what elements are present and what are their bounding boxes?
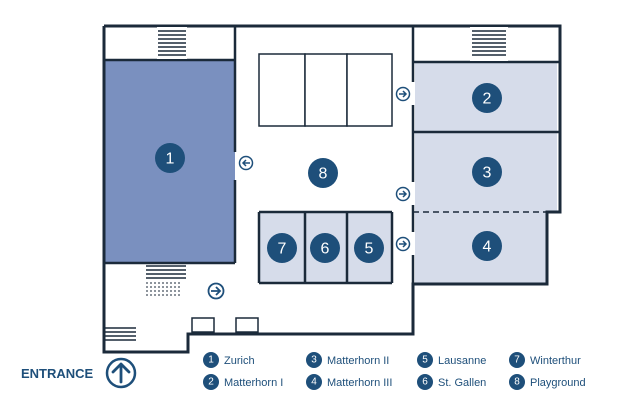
furniture-box [191,317,215,333]
tables [258,53,393,127]
legend: 1 Zurich 2 Matterhorn I 3 Matterhorn II … [203,352,586,390]
stairs-icon [104,327,136,341]
stairs-icon [157,27,187,59]
room-badge-4[interactable]: 4 [472,231,502,261]
svg-text:3: 3 [483,165,492,182]
room-badge-6[interactable]: 6 [310,233,340,263]
door-arrow-icon[interactable] [395,236,411,252]
svg-text:Matterhorn II: Matterhorn II [327,355,389,367]
door-arrow-icon[interactable] [395,86,411,102]
legend-item-8: 8 Playground [509,374,586,390]
legend-item-1: 1 Zurich [203,352,255,368]
svg-text:8: 8 [319,166,328,183]
door-arrow-icon[interactable] [207,282,225,300]
svg-text:Matterhorn III: Matterhorn III [327,377,392,389]
furniture-box [235,317,259,333]
stairs-icon [470,27,508,61]
svg-text:Zurich: Zurich [224,355,255,367]
svg-text:1: 1 [166,151,175,168]
door-arrow-icon[interactable] [238,155,254,171]
stairs-icon [146,265,186,296]
svg-text:4: 4 [311,377,317,388]
dashed-separators [104,59,560,213]
legend-item-3: 3 Matterhorn II [306,352,389,368]
svg-text:Lausanne: Lausanne [438,355,486,367]
svg-text:5: 5 [365,241,374,258]
legend-item-4: 4 Matterhorn III [306,374,392,390]
room-badge-1[interactable]: 1 [155,143,185,173]
svg-text:7: 7 [514,355,520,366]
svg-text:2: 2 [208,377,214,388]
svg-text:5: 5 [422,355,428,366]
svg-text:6: 6 [321,241,330,258]
svg-text:Matterhorn I: Matterhorn I [224,377,283,389]
svg-text:2: 2 [483,91,492,108]
svg-text:1: 1 [208,355,214,366]
svg-text:4: 4 [483,239,492,256]
legend-item-5: 5 Lausanne [417,352,486,368]
room-badge-3[interactable]: 3 [472,157,502,187]
entrance-label: ENTRANCE [21,366,94,381]
entrance-arrow-up-circle-icon[interactable] [105,357,137,389]
room-badge-5[interactable]: 5 [354,233,384,263]
svg-text:Playground: Playground [530,377,586,389]
legend-item-7: 7 Winterthur [509,352,581,368]
legend-item-6: 6 St. Gallen [417,374,486,390]
svg-text:7: 7 [278,241,287,258]
svg-text:6: 6 [422,377,428,388]
legend-item-2: 2 Matterhorn I [203,374,283,390]
room-badge-7[interactable]: 7 [267,233,297,263]
svg-text:Winterthur: Winterthur [530,355,581,367]
svg-text:8: 8 [514,377,520,388]
svg-text:3: 3 [311,355,317,366]
svg-text:St. Gallen: St. Gallen [438,377,486,389]
room-badge-2[interactable]: 2 [472,83,502,113]
door-arrow-icon[interactable] [395,186,411,202]
room-badge-8[interactable]: 8 [308,158,338,188]
